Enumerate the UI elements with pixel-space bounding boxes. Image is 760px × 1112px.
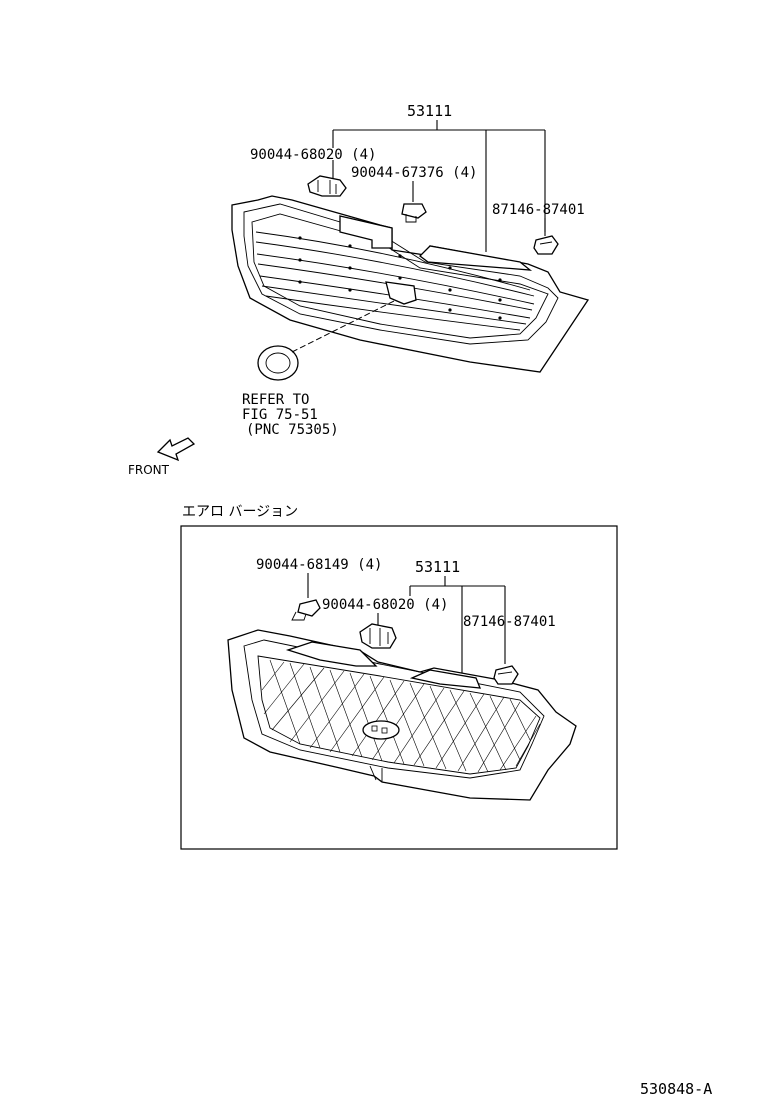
- upper-grille-top-tab: [339, 215, 393, 249]
- aero-grille-mesh-opening: [257, 655, 541, 775]
- aero-version-heading: エアロ バージョン: [182, 504, 298, 520]
- upper-emblem-mount: [385, 281, 417, 305]
- refer-to-label: REFER TO: [242, 392, 309, 408]
- aero-clip-part-label: 90044-68020 (4): [322, 597, 448, 613]
- upper-screw-part-label: 90044-67376 (4): [351, 165, 477, 181]
- aero-assembly-leader: [409, 576, 506, 680]
- aero-assembly-part-label: 53111: [415, 558, 460, 576]
- upper-nut-part-label: 87146-87401: [492, 202, 585, 218]
- aero-version-frame: [180, 525, 618, 850]
- upper-screw-icon: [401, 203, 427, 223]
- upper-assembly-part-label: 53111: [407, 102, 452, 120]
- aero-grille-body: [227, 629, 577, 801]
- front-label: FRONT: [128, 463, 170, 477]
- aero-nut-part-label: 87146-87401: [463, 614, 556, 630]
- figure-code-label: 530848-A: [640, 1080, 712, 1098]
- upper-nut-icon: [533, 235, 559, 255]
- refer-fig-label: FIG 75-51: [242, 407, 318, 423]
- aero-grille-bottom-notch: [369, 765, 383, 782]
- upper-grille-rivets: [298, 236, 502, 320]
- upper-clip-icon: [307, 175, 347, 197]
- aero-nut-icon: [493, 665, 519, 685]
- aero-screw-part-label: 90044-68149 (4): [256, 557, 382, 573]
- upper-assembly-leader: [332, 120, 546, 252]
- upper-grille-body: [231, 195, 590, 373]
- upper-emblem-leader: [291, 299, 397, 353]
- aero-grille-top-tab: [285, 641, 378, 667]
- front-arrow-icon: [156, 437, 196, 462]
- aero-grille-top-tab-right: [409, 669, 482, 689]
- upper-grille-top-tab-right: [419, 245, 533, 271]
- aero-grille-mesh: [261, 659, 541, 773]
- aero-emblem-icon: [362, 720, 400, 740]
- upper-emblem-icon: [257, 345, 299, 381]
- refer-pnc-label: (PNC 75305): [246, 422, 339, 438]
- upper-clip-part-label: 90044-68020 (4): [250, 147, 376, 163]
- upper-grille-group: 53111 90044-68020 (4) 90044-67376 (4) 87…: [128, 102, 590, 477]
- aero-clip-icon: [359, 623, 397, 649]
- aero-grille-frame: [243, 639, 545, 779]
- aero-version-group: エアロ バージョン 53111 90044-68149 (4) 90044-68…: [180, 504, 618, 850]
- aero-screw-icon: [291, 599, 321, 621]
